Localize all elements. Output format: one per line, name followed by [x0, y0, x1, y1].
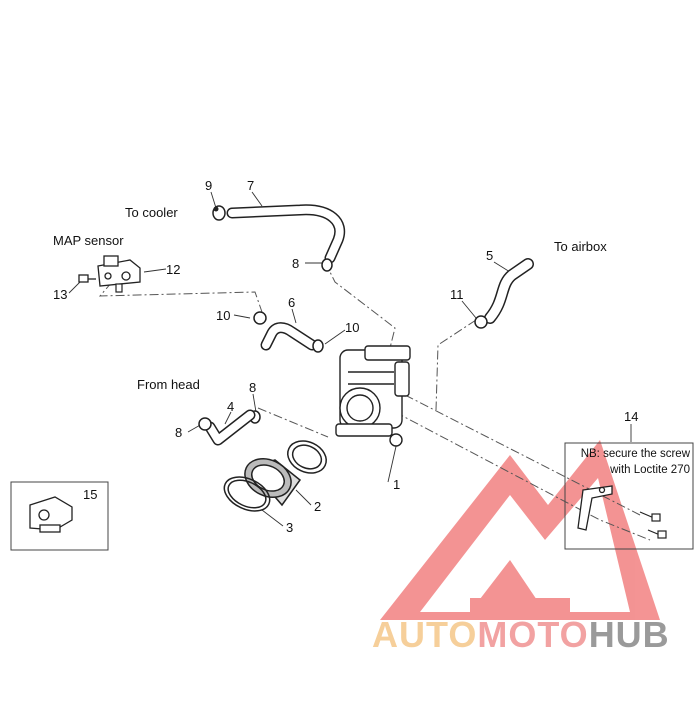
clamp-3 [223, 476, 271, 512]
bracket-box-14 [564, 442, 694, 550]
callout-8-top: 8 [292, 256, 300, 271]
label-to-cooler: To cooler [125, 205, 178, 220]
callout-15: 15 [83, 487, 98, 502]
callout-6: 6 [288, 295, 296, 310]
clamp-10-right [312, 339, 324, 353]
connection-lines [98, 261, 651, 541]
leader-11 [461, 300, 477, 319]
watermark-auto: AUTO [372, 614, 478, 655]
leader-5 [493, 261, 511, 273]
clamp-11 [474, 315, 488, 329]
leader-4 [224, 411, 232, 425]
leader-9 [210, 191, 217, 209]
clamp-9 [212, 205, 226, 221]
callout-13: 13 [53, 287, 68, 302]
hose-5 [484, 258, 534, 324]
throttle-body-1 [335, 345, 411, 447]
callout-8-left: 8 [175, 425, 183, 440]
callout-9: 9 [205, 178, 213, 193]
leader-13 [68, 281, 81, 294]
hose-7 [226, 204, 346, 264]
leader-7 [251, 191, 263, 207]
callout-12: 12 [166, 262, 181, 277]
leader-2 [295, 489, 312, 506]
hose-4 [204, 409, 256, 446]
logo-mountain-inner [420, 478, 630, 612]
logo-base-bar [470, 598, 570, 612]
leader-8-mid [252, 393, 257, 413]
clamp-8-left [198, 417, 212, 431]
callout-10-left: 10 [216, 308, 231, 323]
label-map-sensor: MAP sensor [53, 233, 124, 248]
screw-14b [647, 529, 667, 539]
leader-1 [387, 441, 398, 483]
leader-lines [68, 191, 632, 527]
line-cooler-to-body [324, 261, 396, 357]
line-body-to-bracket-a [404, 394, 641, 516]
leader-3 [261, 509, 284, 527]
nut-12 [115, 283, 123, 293]
clamp-10-left [253, 311, 267, 325]
line-map-sensor-to-hose [98, 281, 263, 313]
note-loctite: NB: secure the screw with Loctite 270 [566, 446, 690, 478]
label-to-airbox: To airbox [554, 239, 607, 254]
leader-12 [143, 268, 167, 273]
callout-10-right: 10 [345, 320, 360, 335]
callout-5: 5 [486, 248, 494, 263]
sensor-15 [29, 496, 73, 533]
line-airbox-to-body [435, 319, 477, 411]
callout-3: 3 [286, 520, 294, 535]
watermark-moto: MOTO [477, 614, 589, 655]
screw-14a [639, 511, 661, 522]
note-line-1: NB: secure the screw [580, 448, 690, 460]
leader-6 [291, 308, 297, 324]
callout-1: 1 [393, 477, 401, 492]
watermark-text: AUTOMOTOHUB [372, 614, 670, 656]
watermark-hub: HUB [588, 614, 670, 655]
callout-11: 11 [450, 287, 464, 302]
callout-8-mid: 8 [249, 380, 257, 395]
line-head-to-body [257, 407, 329, 438]
inset-box-15 [10, 481, 109, 551]
callout-4: 4 [227, 399, 235, 414]
leader-10-left [233, 314, 251, 319]
line-body-to-bracket-b [394, 411, 651, 541]
callout-14: 14 [624, 409, 639, 424]
bracket-14 [577, 485, 613, 531]
intake-manifold-2 [244, 440, 327, 507]
callout-2: 2 [314, 499, 322, 514]
leader-10-right [324, 329, 346, 345]
callout-7: 7 [247, 178, 255, 193]
hose-6 [260, 322, 318, 351]
note-line-2: with Loctite 270 [610, 464, 690, 476]
watermark-logo [380, 440, 660, 620]
clamp-8-top [321, 258, 333, 272]
label-from-head: From head [137, 377, 200, 392]
screw-13 [78, 274, 96, 283]
map-sensor-12 [97, 255, 141, 287]
